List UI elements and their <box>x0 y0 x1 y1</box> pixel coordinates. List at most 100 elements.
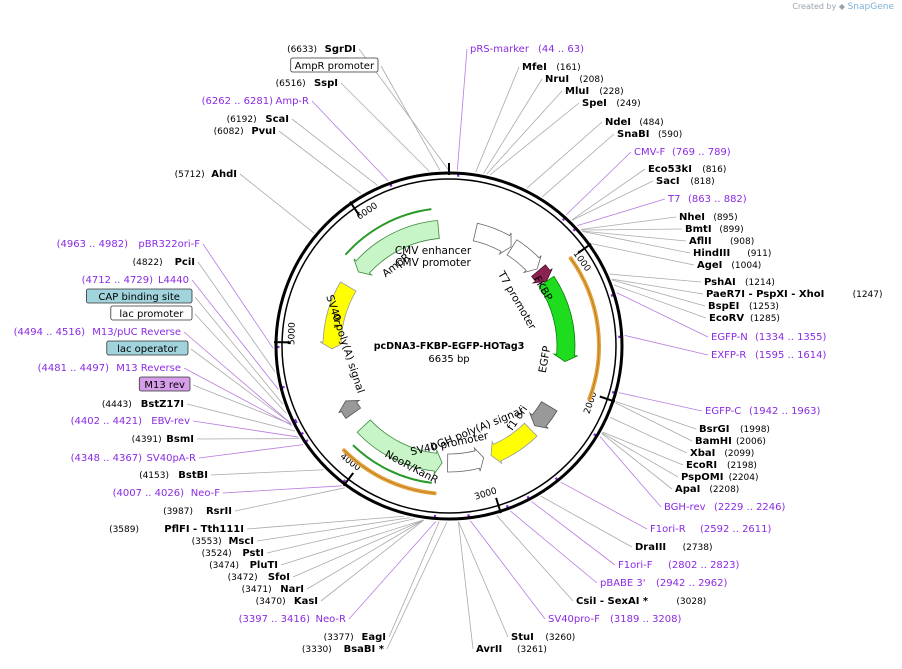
site-position: (161) <box>556 63 580 73</box>
site-position: (2229 .. 2246) <box>714 502 786 513</box>
leader-line <box>601 432 679 478</box>
site-position: (249) <box>616 99 640 109</box>
site-name: SnaBI <box>617 129 649 140</box>
site-label: SfoI(3472) <box>228 572 290 583</box>
site-label: RsrII(3987) <box>163 506 232 517</box>
ori-arrow <box>319 281 357 350</box>
site-position: (2198) <box>727 461 757 471</box>
site-label: PluTI(3474) <box>209 560 278 571</box>
site-label: Neo-R(3397 .. 3416) <box>239 614 346 625</box>
site-position: (2738) <box>683 543 713 553</box>
primer-site-mark <box>342 479 347 484</box>
leader-line <box>624 334 709 356</box>
site-position: (3261) <box>517 645 547 655</box>
neor-arrow <box>356 419 443 475</box>
site-label: XbaI(2099) <box>690 448 754 459</box>
leader-line <box>194 296 284 405</box>
site-label: SV40pro-F(3189 .. 3208) <box>548 614 682 625</box>
site-name: MluI <box>565 86 589 97</box>
site-label: PaeR7I - PspXI - XhoI(1247) <box>706 289 883 300</box>
primer-site-mark <box>389 183 393 187</box>
feature-label: CMV promoter <box>395 257 471 269</box>
leader-line <box>615 401 697 430</box>
leader-line <box>531 501 616 566</box>
leader-line <box>222 485 343 494</box>
leader-line <box>210 469 324 476</box>
site-name: BGH-rev <box>664 502 706 513</box>
leader-line <box>526 121 603 189</box>
site-name: SpeI <box>582 98 607 109</box>
site-name: NarI <box>280 584 304 595</box>
site-label: EBV-rev(4402 .. 4421) <box>71 416 190 427</box>
leader-line <box>571 180 654 221</box>
ruler-label: 6000 <box>355 201 380 222</box>
label-box-text: AmpR promoter <box>295 61 375 72</box>
site-name: CsiI - SexAI * <box>576 596 649 607</box>
site-name: EGFP-N <box>711 332 748 343</box>
site-label: SgrDI(6633) <box>287 44 356 55</box>
site-label: EXFP-R(1595 .. 1614) <box>711 350 827 361</box>
site-label: CAP binding site <box>86 288 193 304</box>
label-box-text: lac operator <box>117 344 178 355</box>
site-label: BspEI(1253) <box>708 301 779 312</box>
site-label: NheI(895) <box>679 212 738 223</box>
ruler-label: 5000 <box>287 322 298 345</box>
site-name: Eco53kI <box>648 164 692 175</box>
site-position: (3474) <box>209 561 239 571</box>
leader-line <box>186 403 296 432</box>
leader-line <box>599 436 662 508</box>
site-position: (1942 .. 1963) <box>749 406 821 417</box>
leader-line <box>202 243 274 349</box>
site-name: ScaI <box>265 114 289 125</box>
site-name: BsrGI <box>699 424 729 435</box>
site-label: MfeI(161) <box>522 62 581 73</box>
feature-label: CMV enhancer <box>395 245 472 257</box>
ampr-arrow <box>353 220 440 276</box>
site-name: HindIII <box>693 248 730 259</box>
backbone <box>274 163 624 521</box>
leader-line <box>616 292 709 338</box>
site-position: (3471) <box>242 585 272 595</box>
fkbp-arrow <box>531 264 553 284</box>
site-label: AmpR promoter <box>290 57 379 73</box>
primer-site-mark <box>554 477 559 481</box>
site-position: (895) <box>713 213 737 223</box>
leader-line <box>582 231 691 254</box>
site-label: KasI(3470) <box>256 596 318 607</box>
plasmid-name: pcDNA3-FKBP-EGFP-HOTag3 <box>374 341 525 352</box>
primer-site-mark <box>611 390 616 394</box>
leader-line <box>278 130 362 194</box>
site-label: M13 Reverse(4481 .. 4497) <box>38 363 181 374</box>
site-name: SfoI <box>268 572 290 583</box>
leader-line <box>234 487 345 512</box>
site-position: (3028) <box>676 597 706 607</box>
site-position: (908) <box>730 237 754 247</box>
site-position: (6082) <box>214 127 244 137</box>
leader-line <box>458 521 474 650</box>
site-name: SV40pro-F <box>548 614 600 625</box>
site-position: (3377) <box>324 633 354 643</box>
site-label: DraIII (2738) <box>635 542 713 553</box>
site-name: SspI <box>314 78 338 89</box>
site-position: (4963 .. 4982) <box>57 239 129 250</box>
site-label: EagI(3377) <box>324 632 386 643</box>
leader-line <box>386 521 448 650</box>
site-name: DraIII <box>635 542 666 553</box>
leader-line <box>266 518 415 554</box>
leader-line <box>612 279 706 307</box>
site-label: SspI(6516) <box>276 78 338 89</box>
ruler-tick <box>599 395 616 403</box>
site-position: (3260) <box>545 633 575 643</box>
site-position: (1334 .. 1355) <box>755 332 827 343</box>
leader-line <box>571 168 646 221</box>
leader-line <box>613 284 707 319</box>
neor-inner-arc <box>352 444 432 484</box>
site-label: SpeI (249) <box>582 98 641 109</box>
site-position: (816) <box>702 165 726 175</box>
label-box <box>110 305 193 321</box>
site-position: (2006) <box>736 437 766 447</box>
primer-site-mark <box>526 495 530 500</box>
leader-line <box>183 331 292 424</box>
primer-site-mark <box>561 217 566 222</box>
leader-lines <box>183 48 709 650</box>
